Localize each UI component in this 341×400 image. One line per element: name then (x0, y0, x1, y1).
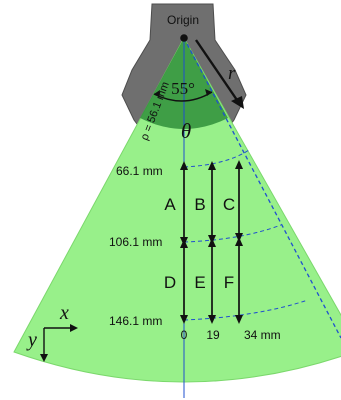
depth-arc-66 (183, 149, 250, 168)
x-axis-label: x (59, 302, 69, 324)
zone-D-label: D (164, 273, 176, 292)
zone-B-label: B (194, 195, 205, 214)
angle-arc-right-head (205, 89, 212, 96)
radial-arrow-head (231, 96, 244, 109)
zone-E-label: E (194, 273, 205, 292)
y-axis-label: y (26, 329, 37, 351)
arrow-D (180, 239, 188, 324)
depth-label-106: 106.1 mm (109, 235, 162, 249)
angle-arc-left-head (154, 90, 160, 97)
coordinate-axes-icon (40, 324, 78, 362)
offset-label-19: 19 (206, 328, 220, 342)
zone-C-label: C (223, 195, 235, 214)
origin-dot (180, 34, 188, 42)
angle-label: 55° (171, 79, 195, 98)
offset-label-0: 0 (181, 328, 188, 342)
arrow-F (235, 237, 243, 324)
zone-A-label: A (164, 195, 176, 214)
depth-label-146: 146.1 mm (109, 314, 162, 328)
r-label: r (228, 63, 236, 84)
radial-arrow-line (195, 39, 240, 104)
zone-F-label: F (224, 273, 234, 292)
arrow-E (208, 238, 216, 324)
depth-arc-106 (183, 224, 282, 243)
fan-edge-dashed (183, 37, 341, 339)
depth-arc-146 (183, 299, 309, 321)
origin-label: Origin (167, 13, 199, 27)
depth-label-66: 66.1 mm (116, 164, 163, 178)
theta-label: θ (181, 119, 191, 143)
imaging-fan (13, 36, 341, 383)
offset-label-34: 34 mm (244, 328, 281, 342)
